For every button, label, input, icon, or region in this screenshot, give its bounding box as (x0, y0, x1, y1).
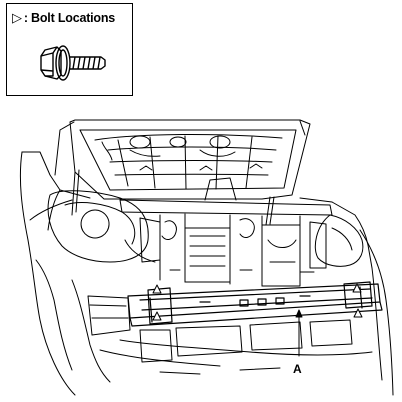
callout-label-a: A (293, 362, 302, 376)
bolt-marker-icon (152, 311, 162, 321)
bolt-marker-icon (353, 308, 363, 318)
hood-strut-right (265, 196, 275, 226)
hood-outline (54, 119, 311, 200)
bumper-beam (127, 281, 383, 327)
bolt-marker-icon (352, 283, 362, 293)
legend-label: ▷: Bolt Locations (12, 10, 115, 26)
bolt-icon (40, 45, 106, 81)
headlamp-right (314, 214, 364, 267)
legend-text: : Bolt Locations (23, 11, 116, 25)
engine-bay (119, 177, 333, 287)
lower-structure (71, 279, 373, 383)
triangle-marker-icon: ▷ (12, 10, 22, 25)
bolt-markers (152, 283, 363, 321)
hood-strut-left (71, 169, 80, 216)
callout-arrowhead (295, 309, 303, 318)
bolt-marker-icon (152, 284, 162, 294)
legend-box: ▷: Bolt Locations (6, 3, 133, 96)
body-outline (19, 151, 394, 396)
